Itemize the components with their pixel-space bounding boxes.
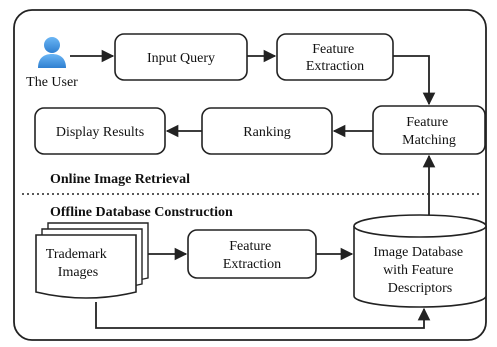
- online-section-label: Online Image Retrieval: [50, 172, 190, 187]
- display-results-label: Display Results: [56, 125, 144, 140]
- offline-section-label: Offline Database Construction: [50, 205, 233, 220]
- arrow-images-to-database: [95, 302, 431, 329]
- trademark-images-label: Trademark Images: [46, 247, 110, 280]
- display-results-box: [34, 107, 166, 155]
- feature-extraction-top-label: Feature Extraction: [306, 42, 364, 74]
- feature-extraction-bottom-label: Feature Extraction: [223, 239, 281, 272]
- arrow-extraction-to-matching: [393, 55, 436, 106]
- image-database-label: Image Database with Feature Descriptors: [373, 245, 466, 296]
- feature-matching-label: Feature Matching: [402, 115, 456, 148]
- trademark-images-stack: [35, 222, 149, 299]
- feature-extraction-top-box: [276, 33, 394, 81]
- feature-matching-box: [372, 105, 486, 155]
- image-database-cylinder: [353, 214, 487, 308]
- input-query-label: Input Query: [147, 51, 215, 66]
- input-query-box: [114, 33, 248, 81]
- user-icon: [38, 37, 66, 68]
- user-label: The User: [26, 75, 78, 90]
- ranking-label: Ranking: [243, 125, 290, 140]
